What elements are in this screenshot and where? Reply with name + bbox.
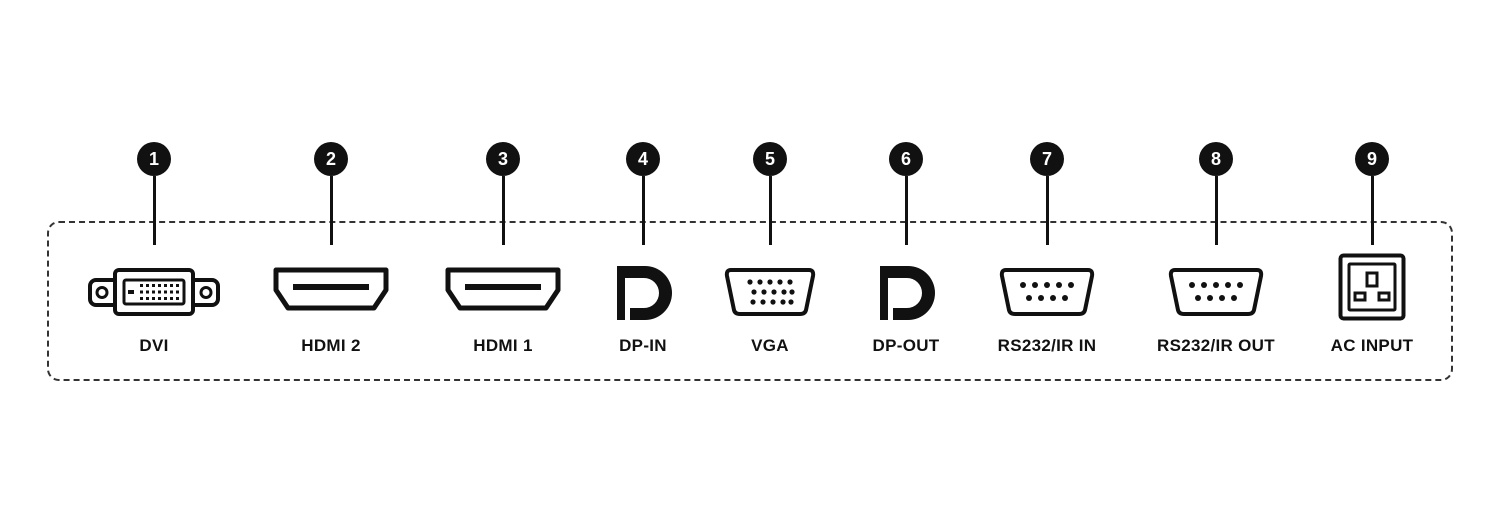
callout-line (641, 176, 645, 245)
port-number-badge: 3 (486, 142, 520, 176)
port-label: VGA (751, 336, 789, 355)
port-label: AC INPUT (1330, 336, 1414, 355)
callout-line (904, 176, 908, 245)
port-number-badge: 4 (626, 142, 660, 176)
callout-line (768, 176, 772, 245)
port-label: HDMI 1 (473, 336, 533, 355)
hdmi-icon (271, 266, 391, 312)
port-label: DVI (139, 336, 169, 355)
callout-line (329, 176, 333, 245)
port-number-badge: 7 (1030, 142, 1064, 176)
power-socket-icon (1338, 253, 1406, 321)
callout-line (1370, 176, 1374, 245)
dvi-icon (88, 266, 220, 318)
port-number-badge: 8 (1199, 142, 1233, 176)
port-label: RS232/IR IN (997, 336, 1097, 355)
serial-port-icon (998, 266, 1096, 318)
callout-line (1214, 176, 1218, 245)
serial-port-icon (1167, 266, 1265, 318)
hdmi-icon (443, 266, 563, 312)
port-number-badge: 5 (753, 142, 787, 176)
callout-line (501, 176, 505, 245)
port-number-badge: 1 (137, 142, 171, 176)
port-label: DP-IN (619, 336, 667, 355)
port-label: DP-OUT (872, 336, 940, 355)
displayport-icon (615, 264, 673, 322)
port-number-badge: 6 (889, 142, 923, 176)
port-number-badge: 9 (1355, 142, 1389, 176)
port-number-badge: 2 (314, 142, 348, 176)
callout-line (1045, 176, 1049, 245)
port-label: HDMI 2 (301, 336, 361, 355)
callout-line (152, 176, 156, 245)
displayport-icon (878, 264, 936, 322)
connector-panel-outline (47, 221, 1453, 381)
port-label: RS232/IR OUT (1157, 336, 1275, 355)
vga-icon (723, 266, 817, 318)
